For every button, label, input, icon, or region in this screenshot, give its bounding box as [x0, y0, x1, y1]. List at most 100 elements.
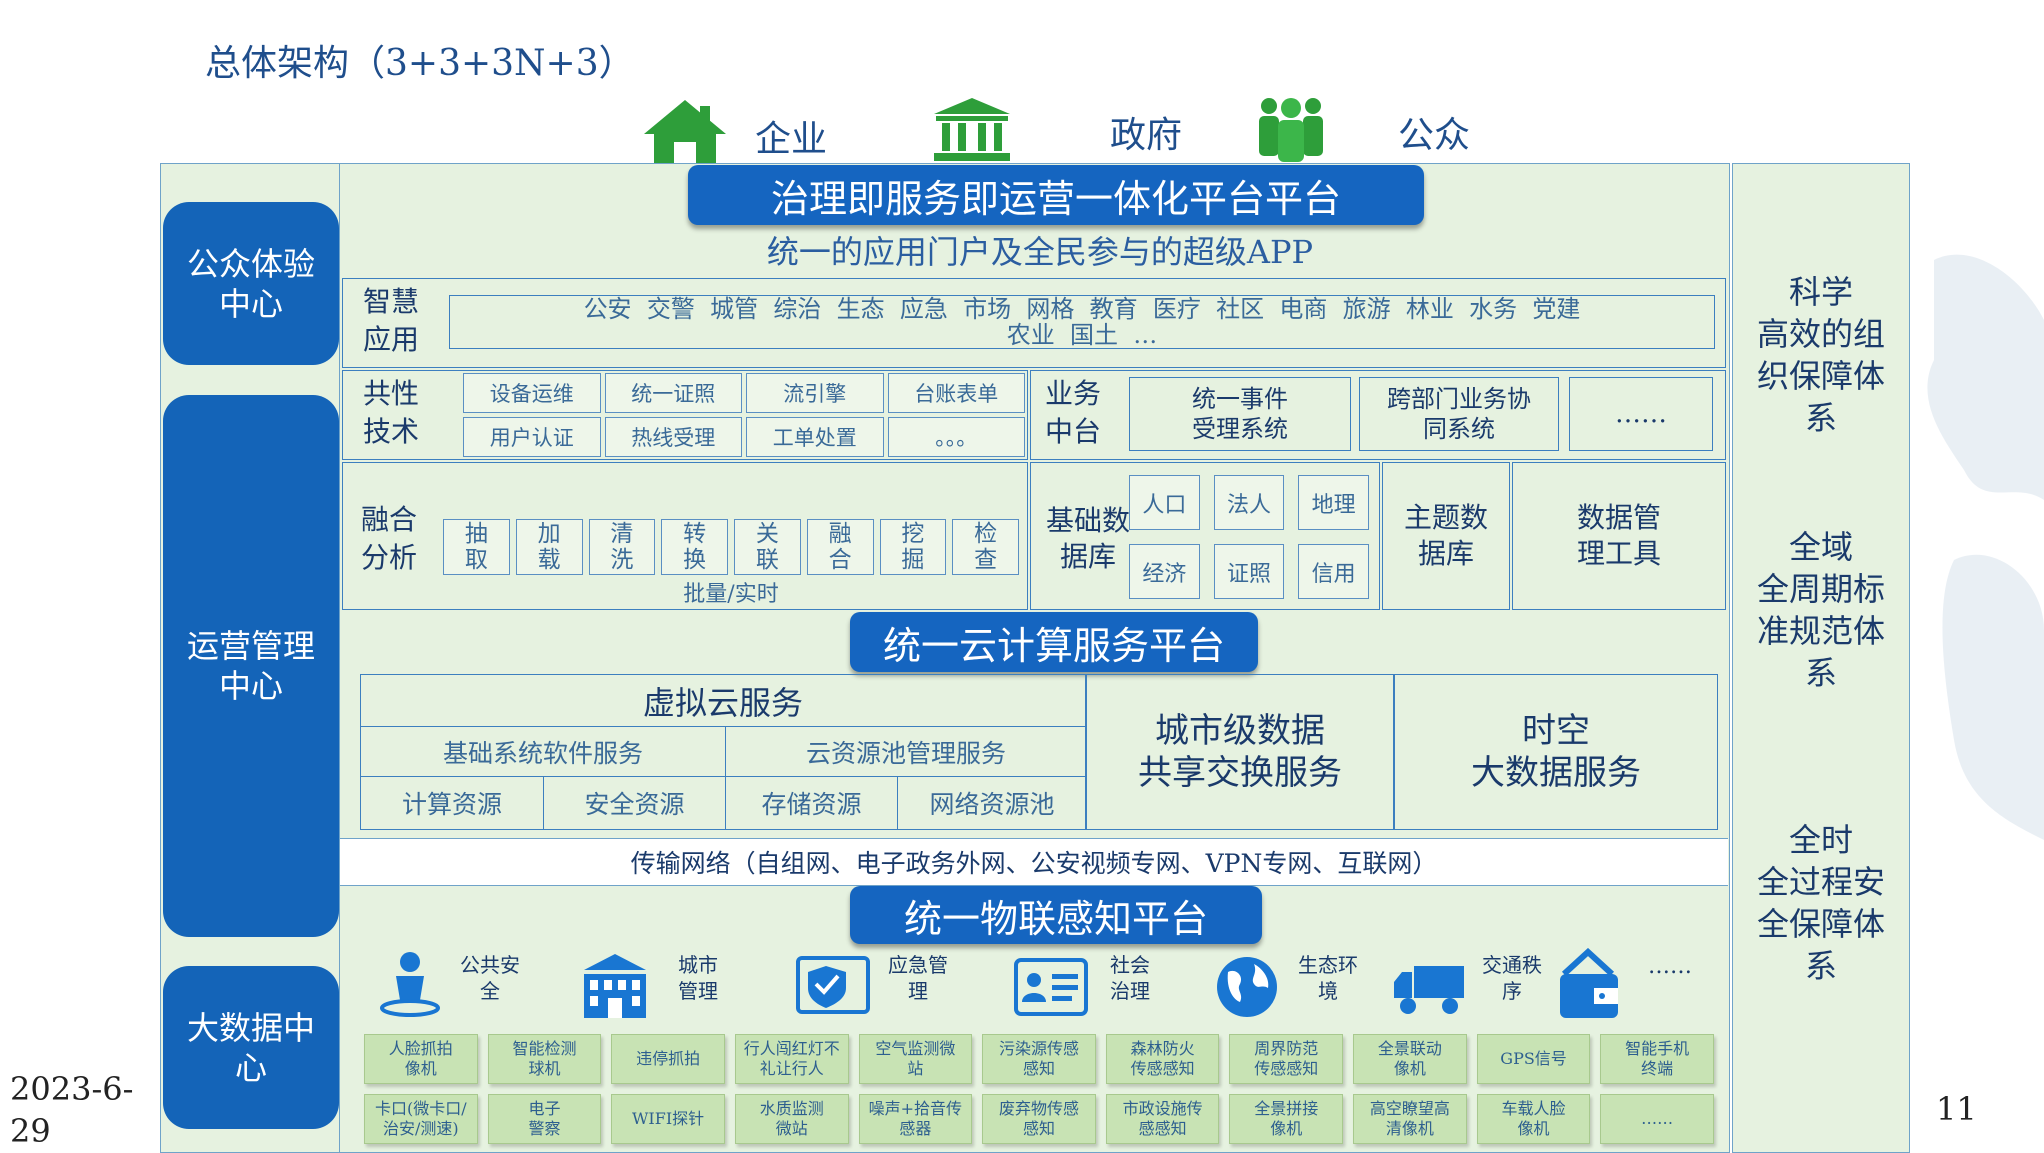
world-map-watermark — [1927, 254, 2044, 840]
base-db-item: 证照 — [1213, 544, 1285, 599]
sensor-row-1: 人脸抓拍像机 智能检测球机 违停抓拍 行人闯红灯不礼让行人 空气监测微站 污染源… — [364, 1034, 1714, 1084]
guarantee-organization: 科学高效的组织保障体系 — [1756, 273, 1885, 437]
iot-category: 城市管理 — [576, 948, 756, 1022]
id-card-icon — [1014, 958, 1088, 1016]
virtual-cloud-cell: 存储资源 — [726, 777, 898, 829]
fusion-steps: 抽取 加载 清洗 转换 关联 融合 挖掘 检查 — [443, 519, 1019, 575]
center-label: 大数据中 — [186, 1008, 315, 1047]
page-number: 11 — [1936, 1090, 1977, 1128]
user-label: 公众 — [1398, 115, 1471, 156]
transport-network: 传输网络（自组网、电子政务外网、公安视频专网、VPN专网、互联网） — [340, 838, 1728, 886]
smart-apps-line: 农业 国土 … — [1006, 321, 1158, 349]
fusion-step: 融合 — [806, 519, 874, 575]
house-icon — [644, 100, 726, 164]
sensor-item: GPS信号 — [1476, 1034, 1591, 1084]
inner-divider — [339, 163, 340, 1153]
fusion-analysis-row: 融合 分析 抽取 加载 清洗 转换 关联 融合 挖掘 检查 批量/实时 — [342, 462, 1028, 610]
tech-item: 热线受理 — [604, 417, 742, 457]
center-label: 运营管理 — [186, 627, 315, 665]
sensor-item: 全景联动像机 — [1353, 1034, 1467, 1084]
base-db-item: 经济 — [1129, 544, 1200, 599]
fusion-step: 加载 — [515, 519, 583, 575]
smart-apps-list: 公安 交警 城管 综治 生态 应急 市场 网格 教育 医疗 社区 电商 旅游 林… — [449, 295, 1715, 349]
iot-category-label: 生态环境 — [1298, 953, 1358, 1003]
guarantee-panel — [1732, 163, 1910, 1153]
tech-item: 设备运维 — [463, 373, 601, 413]
sensor-item: 智能手机终端 — [1600, 1034, 1714, 1084]
center-label: 中心 — [218, 667, 283, 705]
iot-category-label: 社会治理 — [1110, 953, 1150, 1003]
sensor-item: 违停抓拍 — [611, 1034, 725, 1084]
iot-category: 交通秩序 — [1392, 948, 1618, 1022]
iot-category-label: 应急管理 — [888, 953, 948, 1003]
public-security-icon — [380, 952, 440, 1017]
sensor-item: 电子警察 — [487, 1094, 602, 1144]
truck-icon — [1394, 966, 1464, 1014]
city-data-exchange-block: 城市级数据 共享交换服务 — [1086, 674, 1394, 830]
base-db-item: 地理 — [1298, 475, 1369, 530]
cross-department-system: 跨部门业务协 同系统 — [1359, 377, 1559, 451]
sensor-item: 车载人脸像机 — [1476, 1094, 1591, 1144]
iot-category: 社会治理 — [1014, 948, 1194, 1022]
common-tech-row: 共性 技术 设备运维 统一证照 流引擎 台账表单 用户认证 热线受理 工单处置 … — [342, 370, 1028, 460]
people-group-icon — [1259, 98, 1323, 162]
fusion-step: 抽取 — [443, 519, 510, 575]
base-db-item: 人口 — [1129, 475, 1200, 530]
iot-category-label: 城市管理 — [678, 953, 718, 1003]
sensor-row-2: 卡口(微卡口/治安/测速) 电子警察 WIFI探针 水质监测微站 噪声+拾音传感… — [364, 1094, 1714, 1144]
base-db-grid: 人口 法人 地理 经济 证照 信用 — [1129, 475, 1369, 599]
sensor-item: 水质监测微站 — [734, 1094, 849, 1144]
business-more: …… — [1569, 377, 1713, 451]
smart-apps-row: 智慧 应用 公安 交警 城管 综治 生态 应急 市场 网格 教育 医疗 社区 电… — [342, 278, 1726, 368]
globe-icon — [1217, 957, 1277, 1017]
center-label: 中心 — [218, 284, 283, 323]
iot-platform-bar: 统一物联感知平台 — [850, 886, 1262, 944]
fusion-step: 检查 — [952, 519, 1019, 575]
wallet-icon — [1560, 948, 1618, 1018]
guarantee-security: 全时全过程安全保障体系 — [1756, 821, 1885, 985]
common-tech-grid: 设备运维 统一证照 流引擎 台账表单 用户认证 热线受理 工单处置 。。。 — [463, 373, 1025, 457]
center-label: 公众体验 — [186, 244, 315, 283]
fusion-step: 转换 — [661, 519, 728, 575]
operation-management-center: 运营管理 中心 — [163, 395, 339, 937]
sensor-item: …… — [1600, 1094, 1714, 1144]
iot-category-label: 交通秩序 — [1482, 953, 1542, 1003]
big-data-center: 大数据中 心 — [163, 966, 339, 1129]
fusion-label: 融合 分析 — [361, 503, 418, 574]
fusion-step: 清洗 — [588, 519, 656, 575]
sensor-item: 空气监测微站 — [858, 1034, 973, 1084]
tech-item: 用户认证 — [463, 417, 601, 457]
sensor-item: WIFI探针 — [611, 1094, 725, 1144]
sensor-item: 噪声+拾音传感器 — [858, 1094, 973, 1144]
cloud-platform-bar: 统一云计算服务平台 — [850, 612, 1258, 672]
app-portal-label: 统一的应用门户及全民参与的超级APP — [766, 233, 1314, 271]
base-database-block: 基础数 据库 人口 法人 地理 经济 证照 信用 — [1030, 462, 1380, 610]
virtual-cloud-block: 虚拟云服务 基础系统软件服务 云资源池管理服务 计算资源 安全资源 存储资源 网… — [360, 674, 1086, 830]
virtual-cloud-cell: 网络资源池 — [929, 790, 1055, 819]
base-db-item: 法人 — [1213, 475, 1285, 530]
sensor-item: 森林防火传感感知 — [1105, 1034, 1220, 1084]
sensor-item: 人脸抓拍像机 — [364, 1034, 478, 1084]
virtual-cloud-cell: 云资源池管理服务 — [726, 727, 1086, 777]
sensor-item: 污染源传感感知 — [982, 1034, 1096, 1084]
iot-category: 生态环境 — [1214, 948, 1394, 1022]
page-title: 总体架构（3+3+3N+3） — [205, 43, 635, 84]
tech-item: 。。。 — [887, 417, 1025, 457]
fusion-footer: 批量/实时 — [683, 582, 779, 607]
business-center-label: 业务 中台 — [1045, 377, 1102, 448]
base-db-item: 信用 — [1298, 544, 1369, 599]
virtual-cloud-title: 虚拟云服务 — [361, 675, 1085, 727]
topic-database-block: 主题数 据库 — [1382, 462, 1510, 610]
user-label: 政府 — [1110, 115, 1183, 156]
sensor-item: 行人闯红灯不礼让行人 — [734, 1034, 849, 1084]
slide-date: 2023-6-29 — [10, 1070, 134, 1150]
iot-category-label: 公共安全 — [460, 953, 520, 1003]
smart-apps-label: 智慧 应用 — [363, 285, 420, 356]
governance-platform-bar: 治理即服务即运营一体化平台平台 — [688, 165, 1424, 225]
sensor-item: 高空瞭望高清像机 — [1353, 1094, 1467, 1144]
emergency-shield-icon — [796, 956, 870, 1014]
data-tools-block: 数据管 理工具 — [1512, 462, 1726, 610]
fusion-step: 挖掘 — [879, 519, 947, 575]
base-db-label: 基础数 据库 — [1045, 504, 1130, 573]
iot-category: 公共安全 — [378, 948, 558, 1022]
